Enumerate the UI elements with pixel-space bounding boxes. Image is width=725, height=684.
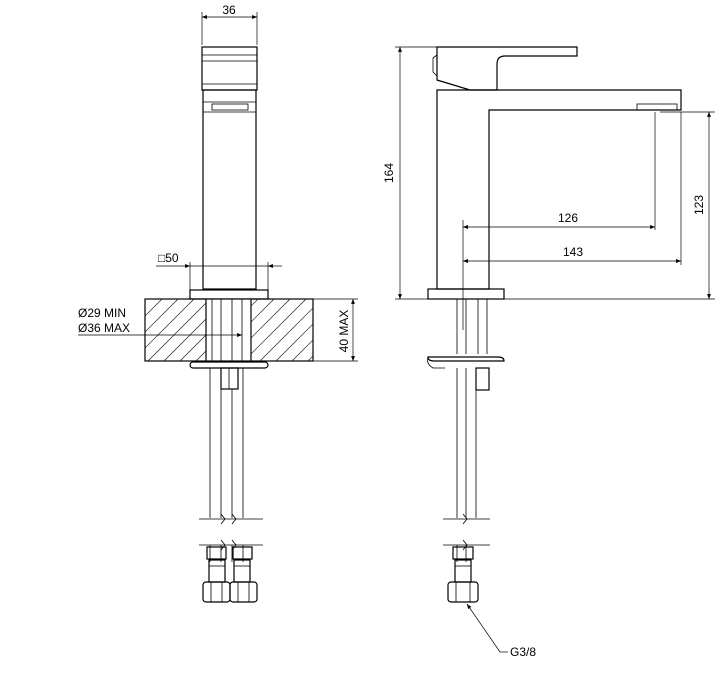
dim-top-width-label: 36 — [222, 3, 236, 17]
hatch-line — [259, 307, 313, 361]
hatch-line — [145, 299, 195, 349]
handle-front — [201, 46, 258, 91]
hatch-line — [275, 323, 313, 361]
mounting-nut-side — [427, 356, 505, 391]
mounting-nut-front — [189, 361, 269, 390]
dim-height-label: 164 — [382, 163, 396, 183]
dim-hole: Ø29 MIN Ø36 MAX — [78, 306, 242, 337]
dim-spout-overall-label: 143 — [563, 245, 583, 259]
hoses-front — [199, 368, 263, 562]
dim-spout-reach: 126 — [462, 112, 656, 330]
side-view: 164 126 143 123 — [382, 46, 715, 659]
dim-deck-thickness: 40 MAX — [313, 298, 358, 362]
hose-fitting-side — [447, 546, 479, 603]
hatch-line — [291, 339, 313, 361]
hose-side — [443, 368, 490, 562]
hatch-line — [243, 299, 307, 361]
base-plate-front — [189, 289, 269, 300]
thread-callout: G3/8 — [466, 603, 536, 659]
dim-hole-min-label: Ø29 MIN — [78, 306, 126, 320]
hatch-line — [372, 299, 434, 361]
dim-base-square: □50 — [156, 251, 282, 290]
dim-spout-height-label: 123 — [692, 195, 706, 215]
hatch-line — [356, 299, 418, 361]
thread-label: G3/8 — [510, 645, 536, 659]
hatch-line — [145, 299, 179, 333]
hatch-line — [147, 299, 211, 361]
hatch-line — [324, 299, 386, 361]
dim-spout-reach-label: 126 — [558, 211, 578, 225]
base-plate-side — [427, 288, 505, 300]
body-spout-side — [436, 89, 682, 290]
dim-spout-height: 123 — [504, 111, 715, 300]
dim-base-square-label: □50 — [158, 251, 179, 265]
supply-pipes-front — [211, 299, 243, 362]
shank-side — [456, 299, 488, 354]
dim-top-width: 36 — [201, 3, 258, 45]
hose-fittings-front — [202, 546, 258, 603]
dim-spout-overall: 143 — [463, 112, 682, 265]
front-view: 36 □50 — [78, 3, 434, 603]
handle-side — [432, 46, 578, 91]
deck-section-front — [144, 298, 434, 362]
dim-height: 164 — [382, 46, 438, 300]
dim-deck-thickness-label: 40 MAX — [337, 310, 351, 353]
hatch-line — [145, 299, 163, 317]
body-front — [202, 89, 257, 290]
dim-hole-max-label: Ø36 MAX — [78, 321, 130, 335]
